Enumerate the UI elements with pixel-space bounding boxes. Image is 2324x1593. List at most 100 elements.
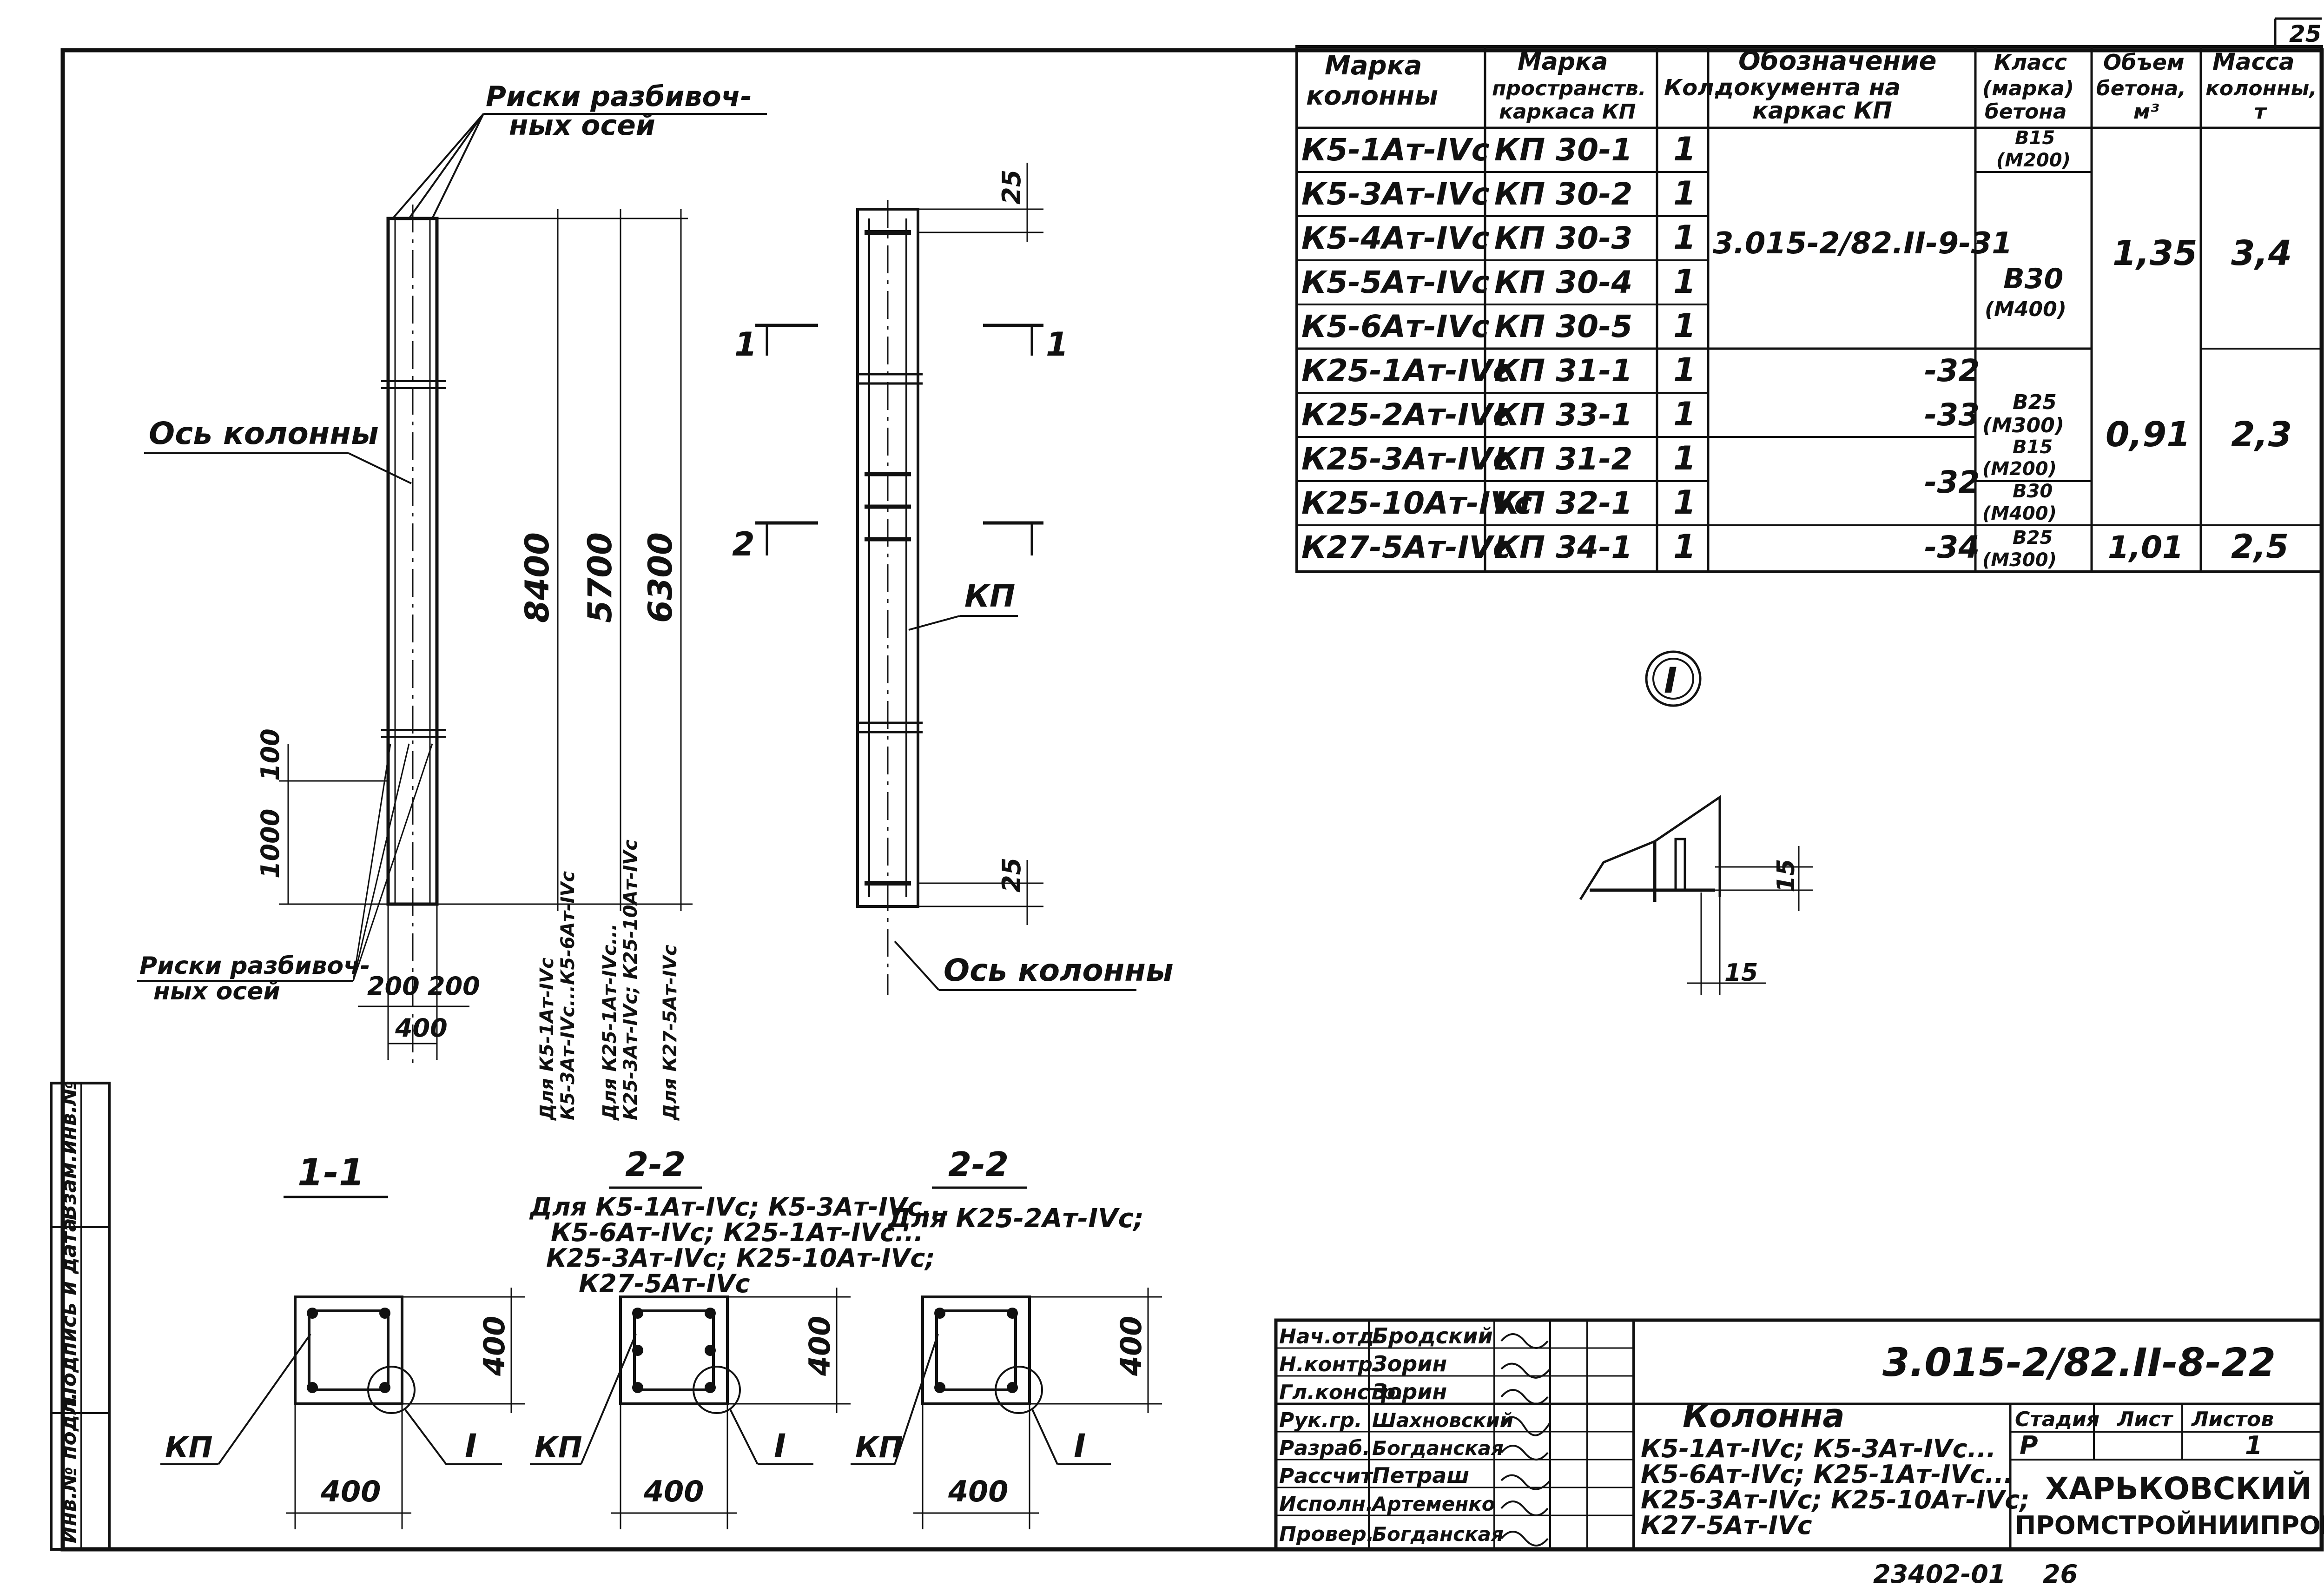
row-qty: 1 [1673,174,1696,212]
hdr-col3: Кол. [1664,75,1723,101]
section-mark-2-left: 2 [732,525,755,563]
mass-1: 3,4 [2231,233,2292,273]
doc-33: -33 [1924,397,1980,433]
row-kp: КП 30-1 [1494,132,1632,168]
hdr-col6-l3: м³ [2133,100,2159,124]
s2a-sub4: К27-5Ат-IVс [579,1269,750,1298]
hdr-col7-l1: Масса [2212,48,2295,75]
s1-node: I [465,1427,477,1465]
cls-b30-a: В30 [2003,263,2063,295]
os-kolonny-right: Ось колонны [944,952,1174,988]
riski-bottom-line1: Риски разбивоч- [139,952,370,980]
note-k27-5: Для К27-5Ат-IVс [660,945,681,1121]
role: Разраб. [1279,1436,1370,1460]
role: Н.контр. [1279,1353,1380,1376]
hdr-col5-l1: Класс [1994,50,2067,75]
cls-m200-b: (М200) [1982,458,2057,480]
s2b-dim-400-h: 400 [948,1474,1008,1508]
org-name-2: ПРОМСТРОЙНИИПРОЕКТ [2015,1511,2324,1540]
dim-1000: 1000 [256,809,285,879]
row-kp: КП 34-1 [1494,529,1632,565]
cls-b30-b: В30 [2013,481,2053,502]
doc-32b: -32 [1924,464,1980,500]
row-mark: К5-5Ат-IVс [1301,264,1490,300]
name: Богданская [1372,1523,1504,1546]
s2a-dim-400-v: 400 [803,1316,837,1376]
section-1-1: 1-1 400 400 КП I [160,1151,525,1529]
cls-b25-a: В25 [2013,390,2057,414]
dim-200-right: 200 [428,972,480,1001]
os-kolonny-left: Ось колонны [149,416,379,451]
hdr-col4-l3: каркас КП [1752,97,1892,124]
product-desc-1: К5-1Ат-IVс; К5-3Ат-IVс... [1641,1434,1996,1463]
section-1-1-title: 1-1 [297,1151,365,1194]
row-qty: 1 [1673,439,1696,477]
note-k5-1: Для К5-1Ат-IVс [536,958,558,1121]
s2a-sub1: Для К5-1Ат-IVс; К5-3Ат-IVс... [529,1192,951,1222]
doc-34: -34 [1924,529,1980,565]
mass-2: 2,3 [2231,415,2292,455]
row-kp: КП 33-1 [1494,397,1632,433]
cls-m300-a: (М300) [1982,414,2064,437]
stamp-inv-podl: Инв.№ подл. [57,1392,81,1543]
dim-400: 400 [395,1013,448,1043]
kp-label: КП [964,578,1015,614]
doc-main: 3.015-2/82.II-9-31 [1713,226,2013,261]
name: Бродский [1372,1323,1493,1348]
node-detail: I 15 15 [1579,650,1813,995]
s2b-node: I [1074,1427,1086,1465]
row-kp: КП 32-1 [1494,485,1632,521]
s2a-sub3: К25-3Ат-IVс; К25-10Ат-IVс; [546,1243,935,1273]
name: Петраш [1372,1463,1469,1488]
section-mark-1-left: 1 [734,325,757,364]
hdr-col2-l1: Марка [1518,48,1608,76]
bottom-page: 26 [2043,1560,2078,1589]
spec-table: Марка колонны Марка пространств. каркаса… [1295,45,2323,573]
dim-15-horizontal: 15 [1724,959,1758,987]
title-block: Нач.отд. Бродский Н.контр. Зорин Гл.конс… [1274,1318,2324,1551]
row-kp: КП 30-3 [1494,220,1632,256]
doc-32a: -32 [1924,353,1980,389]
s2a-sub2: К5-6Ат-IVс; К25-1Ат-IVс... [551,1218,924,1247]
hdr-col5-l3: бетона [1985,100,2067,124]
hdr-col6-l1: Объем [2103,50,2185,75]
name: Артеменко [1371,1493,1495,1515]
sheet-header: Лист [2116,1408,2173,1431]
cage-kp-elevation: 25 25 КП Ось колонны [856,163,1174,995]
row-qty: 1 [1673,351,1696,389]
s1-kp: КП [165,1430,213,1464]
s2a-dim-400-h: 400 [643,1474,704,1508]
row-kp: КП 31-1 [1494,353,1632,389]
sheets-header: Листов [2191,1408,2274,1431]
node-mark: I [1664,660,1677,701]
dim-25-top: 25 [997,170,1026,205]
dim-100: 100 [256,728,285,781]
hdr-col2-l2: пространств. [1492,77,1646,100]
role: Провер. [1279,1522,1374,1546]
row-mark: К5-3Ат-IVс [1301,176,1490,212]
row-kp: КП 30-5 [1494,309,1632,344]
name: Зорин [1372,1379,1447,1404]
s2a-kp: КП [535,1430,582,1464]
role: Исполн. [1279,1492,1373,1516]
row-mark: К25-2Ат-IVс [1301,397,1511,433]
s2a-node: I [774,1427,786,1465]
hdr-col6-l2: бетона, [2096,77,2186,100]
section-marks: 1 1 2 [732,324,1069,563]
name: Шахновский [1372,1409,1513,1432]
doc-code: 3.015-2/82.II-8-22 [1882,1340,2276,1385]
row-kp: КП 30-2 [1494,176,1632,212]
dim-8400: 8400 [518,532,556,623]
cls-b25-b: В25 [2013,527,2053,549]
volume-1: 1,35 [2113,233,2198,273]
name: Богданская [1372,1437,1504,1460]
cls-b15-b: В15 [2013,436,2053,458]
dim-25-bottom: 25 [997,858,1026,892]
section-2-2a-title: 2-2 [625,1145,686,1184]
hdr-col4-l2: документа на [1715,74,1901,101]
s2b-sub: Для К25-2Ат-IVс; [887,1203,1144,1234]
hdr-col4-l1: Обозначение [1738,46,1937,76]
bottom-code: 23402-01 [1873,1560,2006,1589]
stamp-signature-date: Подпись и дата [57,1218,81,1404]
cls-m400-b: (М400) [1982,503,2057,524]
